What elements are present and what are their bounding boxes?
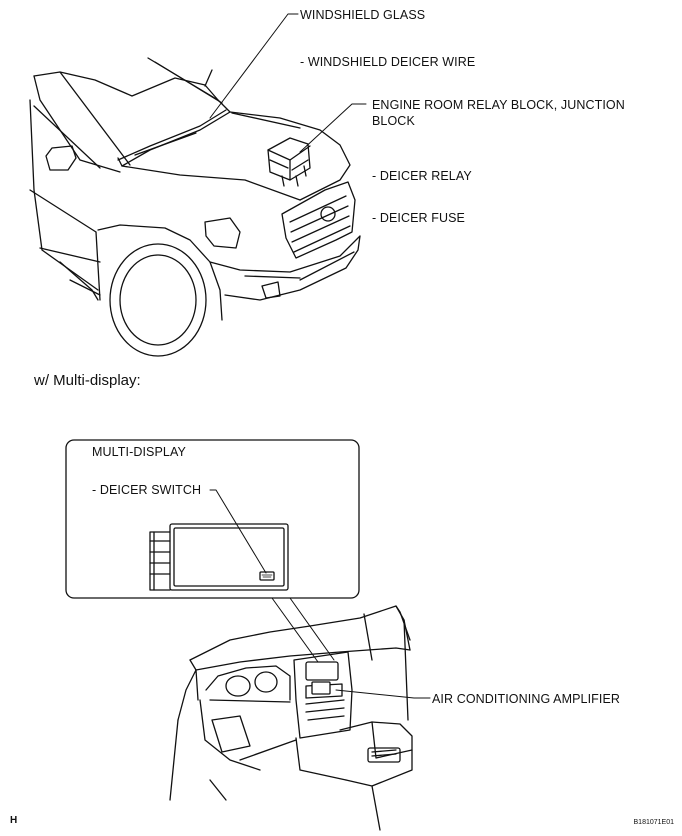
leader-ac-amplifier <box>335 689 431 699</box>
label-multi-display: MULTI-DISPLAY <box>92 445 186 459</box>
label-deicer-switch: - DEICER SWITCH <box>92 483 202 497</box>
label-deicer-fuse: - DEICER FUSE <box>372 211 465 225</box>
deicer-switch-icon <box>259 571 275 581</box>
air-conditioning-amplifier <box>311 681 331 695</box>
label-windshield-deicer-wire: - WINDSHIELD DEICER WIRE <box>300 55 476 69</box>
engine-room-relay-block <box>267 137 311 187</box>
label-engine-room-relay-block: ENGINE ROOM RELAY BLOCK, JUNCTION BLOCK <box>372 98 625 128</box>
footer-figure-id: B181071E01 <box>633 819 674 826</box>
leader-deicer-switch <box>209 489 267 574</box>
vehicle-drawing <box>29 57 361 357</box>
caption-multi-display: w/ Multi-display: <box>34 372 141 389</box>
leader-relay-block <box>299 103 367 153</box>
dashboard-drawing <box>169 605 413 831</box>
label-air-conditioning-amplifier: AIR CONDITIONING AMPLIFIER <box>432 692 621 706</box>
multi-display-callout <box>65 439 360 663</box>
leader-windshield <box>209 13 299 119</box>
label-windshield-glass: WINDSHIELD GLASS <box>300 8 426 22</box>
label-deicer-relay: - DEICER RELAY <box>372 169 472 183</box>
footer-left-code: H <box>10 815 18 826</box>
